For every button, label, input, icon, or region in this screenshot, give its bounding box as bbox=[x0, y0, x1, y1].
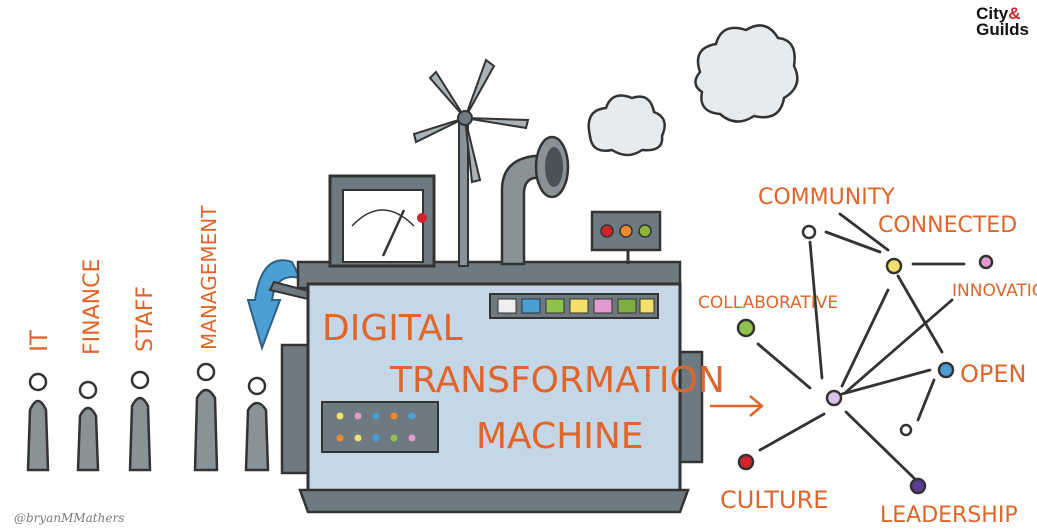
person-staff bbox=[128, 370, 152, 472]
label-collaborative: COLLABORATIVE bbox=[698, 293, 838, 313]
person-finance bbox=[76, 380, 100, 472]
node-innovation bbox=[978, 254, 994, 270]
logo-line1: City bbox=[976, 4, 1009, 23]
node-center bbox=[825, 389, 843, 407]
label-community: COMMUNITY bbox=[758, 185, 895, 210]
role-label-management: MANAGEMENT bbox=[197, 205, 221, 350]
chimney-pipe bbox=[500, 135, 570, 266]
role-label-finance: FINANCE bbox=[80, 259, 105, 355]
label-innovation: INNOVATION bbox=[952, 281, 1037, 301]
logo-line2: Guilds bbox=[976, 20, 1029, 39]
node-community bbox=[801, 224, 817, 240]
machine-title-line3: MACHINE bbox=[476, 416, 644, 457]
node-connected bbox=[885, 257, 903, 275]
smoke-clouds bbox=[587, 24, 799, 157]
node-collaborative bbox=[736, 318, 756, 338]
person-entering-machine bbox=[244, 376, 270, 472]
network-edges bbox=[756, 212, 966, 482]
person-it bbox=[26, 372, 50, 472]
cloud-large bbox=[694, 24, 799, 123]
dot-control-panel bbox=[321, 401, 439, 453]
people-group: IT FINANCE STAFF MANAGEMENT bbox=[25, 205, 270, 472]
status-lights bbox=[590, 210, 662, 264]
machine-title-line1: DIGITAL bbox=[322, 308, 463, 349]
output-arrow bbox=[710, 395, 764, 417]
network-nodes bbox=[736, 224, 994, 495]
blue-curved-arrow bbox=[246, 259, 302, 352]
pressure-gauge bbox=[328, 174, 436, 268]
cloud-small bbox=[587, 94, 666, 157]
node-open bbox=[937, 361, 955, 379]
label-leadership: LEADERSHIP bbox=[880, 503, 1018, 528]
logo-ampersand: & bbox=[1008, 4, 1021, 23]
node-small bbox=[899, 423, 913, 437]
transformation-machine: DIGITAL TRANSFORMATION MACHINE bbox=[268, 58, 725, 514]
illustrator-credit: @bryanMMathers bbox=[14, 511, 124, 525]
label-culture: CULTURE bbox=[720, 486, 828, 514]
city-and-guilds-logo[interactable]: City& Guilds bbox=[976, 4, 1029, 39]
machine-title-line2: TRANSFORMATION bbox=[389, 360, 725, 401]
role-label-it: IT bbox=[25, 330, 53, 352]
color-button-strip bbox=[489, 293, 659, 319]
role-label-staff: STAFF bbox=[133, 286, 158, 352]
node-culture bbox=[737, 453, 755, 471]
network-diagram: COMMUNITY CONNECTED INNOVATION COLLABORA… bbox=[698, 185, 1037, 528]
label-open: OPEN bbox=[960, 360, 1026, 388]
person-management bbox=[193, 362, 219, 472]
label-connected: CONNECTED bbox=[878, 213, 1017, 238]
windmill-fan bbox=[412, 58, 530, 267]
node-leadership bbox=[909, 477, 927, 495]
